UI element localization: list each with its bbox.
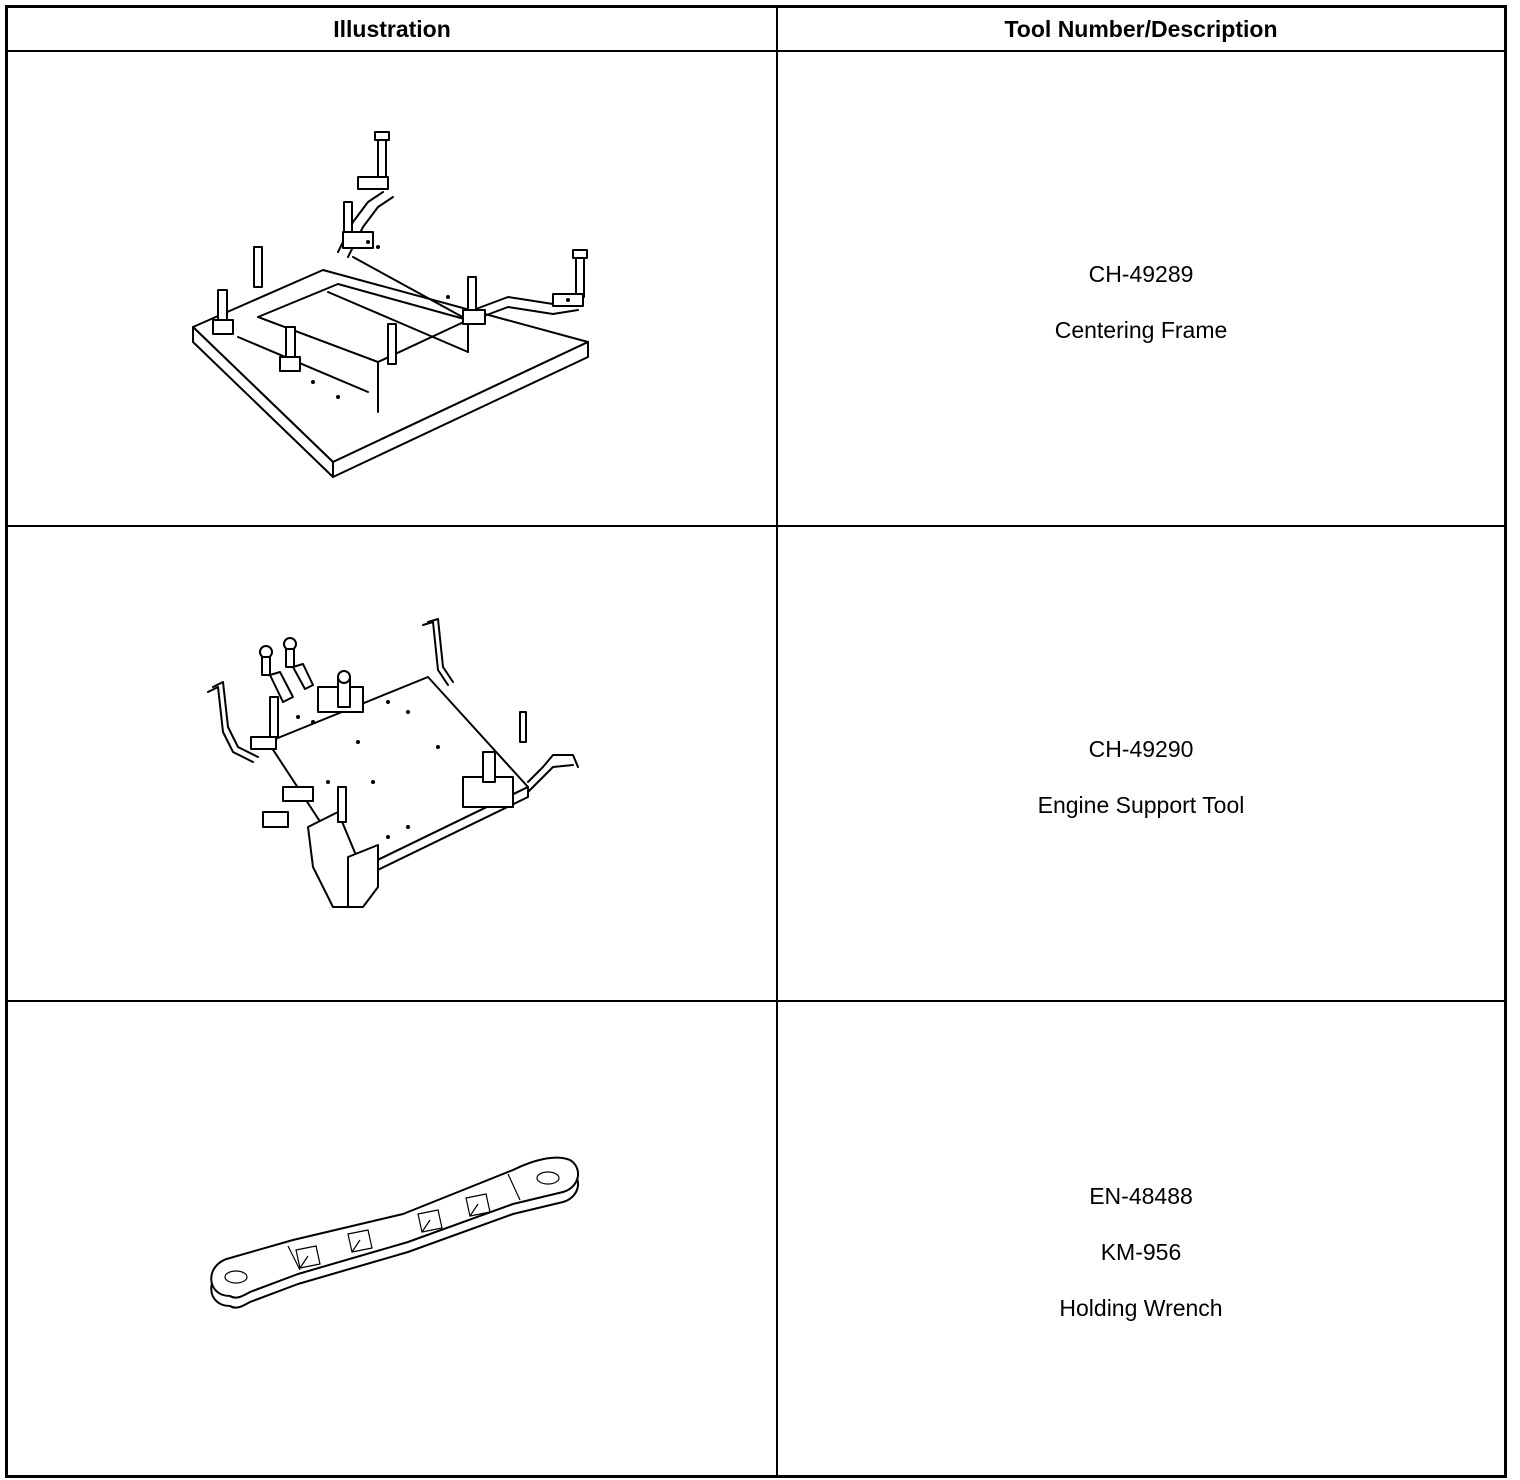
tool-number: CH-49290 (1088, 736, 1194, 762)
tool-name: Engine Support Tool (1037, 792, 1245, 818)
tool-description-cell: EN-48488 KM-956 Holding Wrench (776, 1000, 1507, 1478)
tool-description: EN-48488 KM-956 Holding Wrench (778, 1002, 1504, 1336)
table-row: CH-49289 Centering Frame (5, 50, 1507, 527)
holding-wrench-drawing (210, 1156, 579, 1309)
tool-description-cell: CH-49289 Centering Frame (776, 50, 1507, 527)
table-row: EN-48488 KM-956 Holding Wrench (5, 1000, 1507, 1478)
tool-number: EN-48488 (1089, 1183, 1193, 1209)
special-tools-table: Illustration Tool Number/Description (5, 5, 1507, 1478)
tool-column-header: Tool Number/Description (776, 5, 1507, 52)
tool-description: CH-49289 Centering Frame (778, 52, 1504, 358)
tool-number: CH-49289 (1088, 261, 1194, 287)
tool-number-alternate: KM-956 (1100, 1239, 1182, 1265)
tool-name: Centering Frame (1054, 317, 1228, 343)
tool-name: Holding Wrench (1059, 1295, 1223, 1321)
table-row: CH-49290 Engine Support Tool (5, 525, 1507, 1002)
illustration-cell (5, 50, 778, 527)
table-header-row: Illustration Tool Number/Description (5, 5, 1507, 52)
illustration-column-header: Illustration (5, 5, 778, 52)
tool-description-cell: CH-49290 Engine Support Tool (776, 525, 1507, 1002)
engine-support-tool-drawing (207, 618, 579, 908)
illustration-cell (5, 1000, 778, 1478)
illustration-cell (5, 525, 778, 1002)
tool-description: CH-49290 Engine Support Tool (778, 527, 1504, 833)
centering-frame-drawing (192, 131, 589, 478)
